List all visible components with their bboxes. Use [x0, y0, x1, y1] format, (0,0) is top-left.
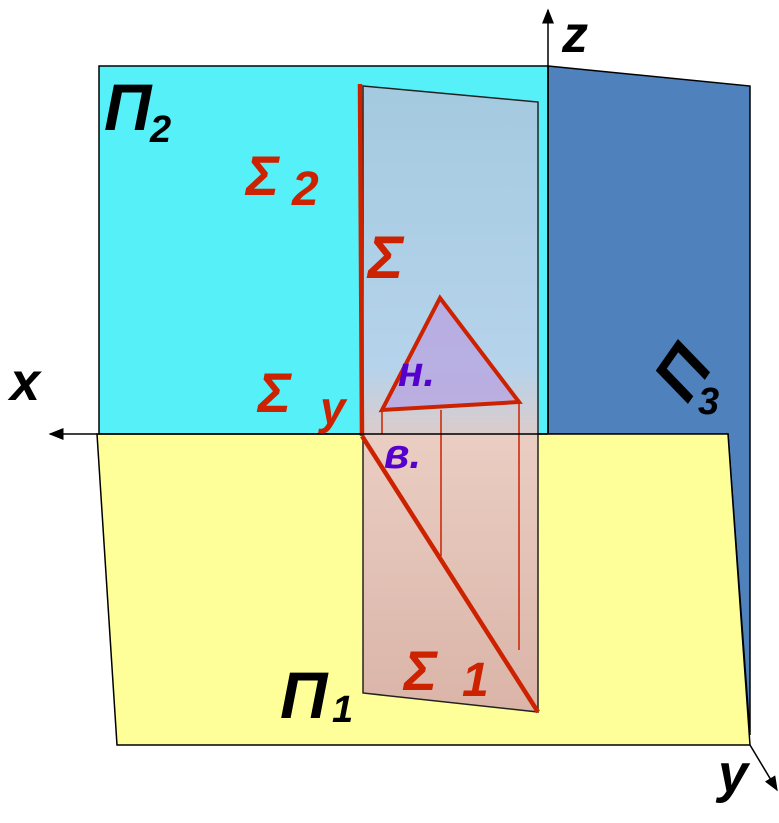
axis-y-label: y: [715, 744, 751, 804]
axis-x-label: x: [7, 352, 42, 412]
plane-p1-subscript: 1: [332, 689, 353, 731]
sigma1-subscript: 1: [462, 654, 489, 707]
triangle-section: [378, 294, 523, 413]
sigma-label: Σ: [366, 224, 405, 291]
sigma-y-subscript: y: [318, 382, 348, 434]
plane-p1-label: П: [280, 658, 329, 732]
triangle-upper-label: н.: [398, 348, 435, 395]
trace-sigma-2: [357, 83, 365, 437]
sigma1-label: Σ: [402, 639, 438, 702]
sigma-y-label: Σ: [256, 361, 292, 424]
axis-z-label: z: [561, 6, 588, 64]
plane-p2-label: П: [104, 70, 153, 144]
triangle-lower-label: в.: [384, 430, 421, 477]
axis-y: [749, 744, 778, 792]
sigma2-label: Σ: [244, 144, 280, 207]
trace-sigma-1: [360, 434, 540, 714]
plane-p2-subscript: 2: [149, 109, 171, 151]
plane-p3-subscript: 3: [698, 381, 719, 423]
sigma2-subscript: 2: [291, 163, 319, 216]
